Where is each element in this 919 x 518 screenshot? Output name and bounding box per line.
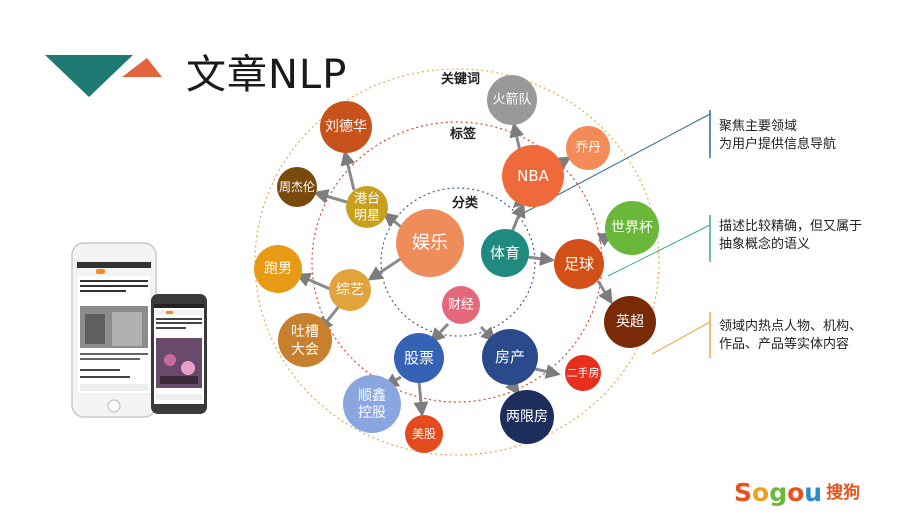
label-qiaodan: 乔丹 [575,141,601,156]
label-liudehua: 刘德华 [325,119,367,135]
node-gupiao[interactable] [394,333,444,383]
ring-label-keywords: 关键词 [441,72,481,87]
phone-black [151,294,207,414]
node-nba[interactable] [502,145,564,207]
node-fangchan[interactable] [482,329,538,385]
title-triangle-orange [122,58,162,77]
label-caijing: 财经 [448,298,474,313]
label-yingchao: 英超 [616,313,644,330]
label-ershou: 二手房 [567,366,600,380]
node-shunxin[interactable] [343,375,401,433]
ring-categories [380,187,536,337]
node-zongyi[interactable] [329,269,371,311]
node-yule[interactable] [396,209,464,277]
node-qiaodan[interactable] [566,126,610,170]
label-zuqiu: 足球 [564,255,594,273]
arrow-tiyu-nba [510,202,526,233]
label-nba: NBA [517,167,550,185]
label-gangtai-1: 港台 [354,192,380,207]
node-ershou[interactable] [565,355,601,391]
label-tucao-2: 大会 [291,342,319,358]
annotation-categories: 聚焦主要领域 为用户提供信息导航 [719,119,837,152]
annotation-keywords: 领域内热点人物、机构、 作品、产品等实体内容 [719,319,863,352]
node-liangxian[interactable] [500,390,554,444]
ring-label-tags: 标签 [450,127,477,142]
node-gangtai[interactable] [346,186,388,228]
label-meigu: 美股 [412,427,436,441]
annotation-pointer-line [607,224,711,277]
node-meigu[interactable] [405,415,443,453]
node-tucao[interactable] [278,313,332,367]
label-shunxin-1: 顺鑫 [358,387,386,404]
label-paonan: 跑男 [264,261,292,277]
annotation-pointer-line [651,321,711,355]
label-huojian: 火箭队 [492,92,531,108]
ring-label-categories: 分类 [452,196,479,211]
label-gupiao: 股票 [404,349,434,367]
label-yule: 娱乐 [412,233,448,254]
bubbles [254,75,659,453]
label-tiyu: 体育 [490,244,520,262]
node-huojian[interactable] [487,75,537,125]
node-tiyu[interactable] [481,229,529,277]
label-tucao-1: 吐槽 [291,324,319,340]
label-zhoujielun: 周杰伦 [279,179,315,194]
annotation-tags: 描述比较精确，但又属于 抽象概念的语义 [719,219,863,252]
title-triangle-dark [45,55,133,97]
node-yingchao[interactable] [604,296,656,348]
page-title: 文章NLP [186,52,348,98]
node-paonan[interactable] [254,245,302,293]
node-zhoujielun[interactable] [277,167,317,207]
phone-white [71,242,157,418]
label-fangchan: 房产 [495,348,525,366]
ring-keywords [254,68,660,456]
label-liangxian: 两限房 [506,409,548,425]
node-zuqiu[interactable] [554,239,604,289]
label-zongyi: 综艺 [336,282,364,298]
label-shijiebei: 世界杯 [611,220,653,236]
label-shunxin-2: 控股 [358,405,386,421]
node-caijing[interactable] [442,286,480,324]
node-shijiebei[interactable] [605,201,659,255]
node-liudehua[interactable] [320,101,372,153]
label-gangtai-2: 明星 [354,209,380,224]
